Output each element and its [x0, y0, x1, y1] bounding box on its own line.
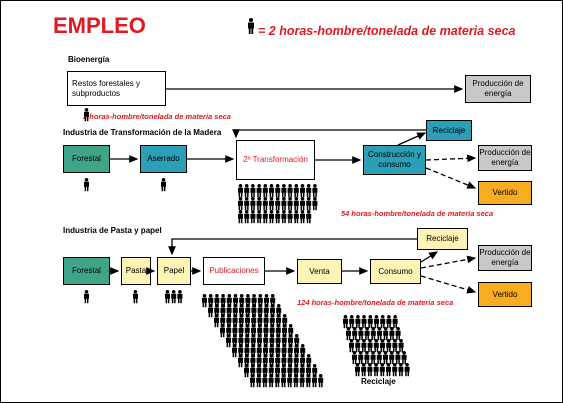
box-venta: Venta — [297, 259, 342, 284]
box-construccion-consumo: Construcción y consumo — [363, 145, 426, 175]
box-aserrado: Aserrado — [140, 145, 187, 173]
box-papel: Papel — [157, 257, 191, 285]
note-pasta: 124 horas-hombre/tonelada de materia sec… — [297, 298, 454, 307]
box-forestal-2: Forestal — [63, 257, 110, 285]
page-title: EMPLEO — [53, 13, 146, 38]
box-reciclaje-2: Reciclaje — [417, 228, 468, 250]
box-segunda-transformacion: 2º Transformación — [236, 140, 315, 180]
box-pasta: Pasta — [121, 257, 151, 285]
section-pasta-papel: Industria de Pasta y papel — [63, 226, 162, 235]
box-reciclaje-1: Reciclaje — [426, 120, 472, 141]
box-consumo: Consumo — [370, 259, 421, 284]
box-forestal-1: Forestal — [63, 145, 110, 173]
note-madera: 54 horas-hombre/tonelada de materia seca — [341, 209, 494, 218]
box-restos-forestales: Restos forestales y subproductos — [67, 71, 166, 106]
box-produccion-energia-1: Producción de energía — [465, 75, 531, 103]
box-vertido-2: Vertido — [478, 282, 532, 307]
box-vertido-1: Vertido — [478, 181, 532, 205]
reciclaje-label: Reciclaje — [361, 377, 396, 386]
box-produccion-energia-3: Producción de energía — [478, 245, 532, 271]
section-bioenergia: Bioenergía — [68, 55, 110, 64]
note-bioenergia: 2 horas-hombre/tonelada de materia seca — [83, 112, 231, 121]
box-publicaciones: Publicaciones — [203, 257, 265, 285]
legend-text: = 2 horas-hombre/tonelada de materia sec… — [258, 24, 516, 38]
section-madera: Industria de Transformación de la Madera — [63, 128, 222, 137]
box-produccion-energia-2: Producción de energía — [478, 145, 532, 171]
